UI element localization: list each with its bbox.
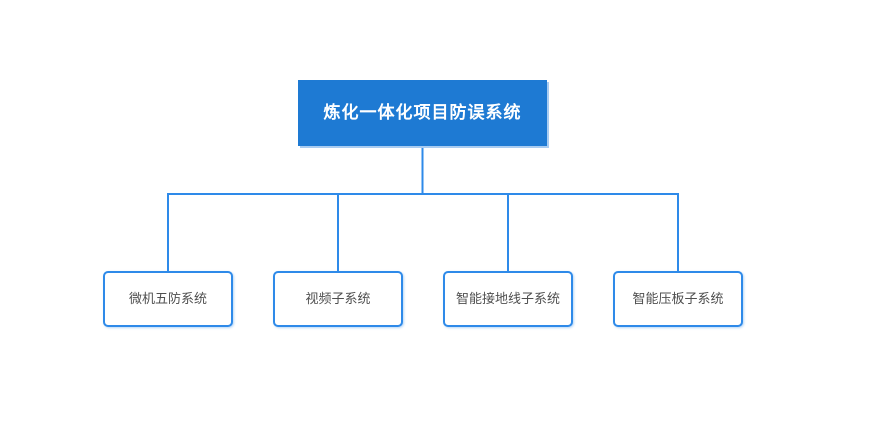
child-node-wufang[interactable]: 微机五防系统 [103, 271, 233, 327]
child-node-label: 智能压板子系统 [632, 291, 724, 307]
child-node-label: 微机五防系统 [128, 291, 207, 307]
child-node-label: 智能接地线子系统 [455, 291, 560, 307]
root-node-label: 炼化一体化项目防误系统 [323, 102, 522, 122]
root-node[interactable]: 炼化一体化项目防误系统 [298, 80, 547, 146]
child-node-label: 视频子系统 [305, 291, 371, 307]
child-node-grounding[interactable]: 智能接地线子系统 [443, 271, 573, 327]
child-node-pressplate[interactable]: 智能压板子系统 [613, 271, 743, 327]
child-node-video[interactable]: 视频子系统 [273, 271, 403, 327]
